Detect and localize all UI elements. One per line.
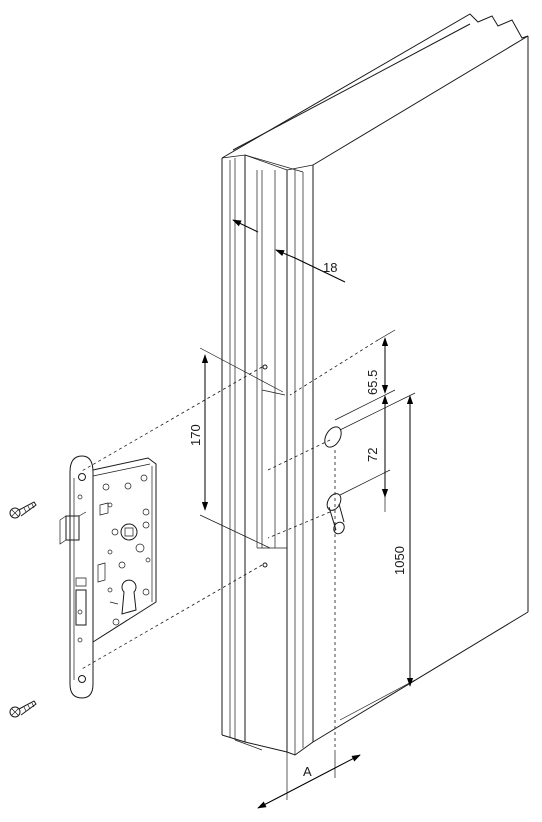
lock-faceplate (69, 455, 94, 699)
screw-bottom (9, 700, 37, 718)
dimension-65-5-label: 65.5 (365, 370, 380, 395)
dimension-a-label: A (303, 764, 312, 779)
screw-hole-bottom (262, 562, 268, 568)
dimension-1050-label: 1050 (392, 546, 407, 575)
door-holes (262, 364, 345, 568)
dimension-170: 170 (188, 347, 284, 549)
screw-hole-top (262, 364, 268, 370)
mortise-lock (59, 455, 157, 699)
dimension-1050: 1050 (339, 392, 416, 721)
lock-follower (120, 523, 138, 541)
dimension-170-label: 170 (188, 424, 203, 446)
screw-top (9, 501, 37, 519)
latch-bolt (65, 515, 80, 541)
lock-case (92, 457, 157, 643)
dimension-72-label: 72 (365, 448, 380, 462)
door-panel (221, 13, 529, 756)
dimension-65-5: 65.5 (334, 329, 396, 421)
dimension-18-label: 18 (323, 260, 337, 275)
dimension-a: A (257, 750, 361, 809)
dimension-72: 72 (339, 395, 391, 512)
projection-lines (79, 339, 379, 750)
dead-bolt (75, 589, 87, 626)
lock-cylinder-cutout (121, 579, 137, 615)
handle-spindle-hole (324, 426, 342, 448)
dimension-18: 18 (232, 219, 346, 283)
